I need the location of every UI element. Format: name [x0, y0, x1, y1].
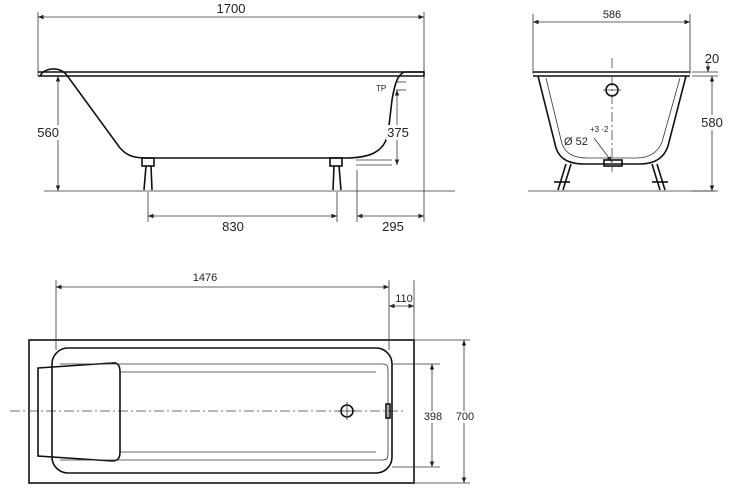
end-leg-right	[651, 163, 668, 191]
side-overflow-marker: TP	[376, 84, 386, 93]
end-drain-tolerance-label: +3 -2	[590, 125, 609, 134]
top-inner-bowl	[51, 347, 393, 474]
side-overflow-height-label: 375	[387, 125, 409, 140]
end-height-label: 580	[701, 115, 723, 130]
top-inner-width-label: 398	[424, 411, 442, 423]
end-view: 586 580 20 Ø 52 +3 -2	[528, 9, 724, 192]
end-leg-left	[554, 163, 572, 191]
end-rim-label: 20	[705, 51, 719, 66]
top-outer-width-label-backing	[454, 411, 476, 423]
side-tub-outline	[38, 68, 425, 159]
top-end-offset-label: 110	[395, 293, 413, 305]
top-overflow	[385, 403, 391, 419]
top-backrest	[37, 362, 121, 462]
end-tub-outline	[537, 75, 687, 165]
end-drain-diameter-label: Ø 52	[564, 136, 588, 148]
side-height-label: 560	[37, 125, 59, 140]
side-height-label-backing	[36, 125, 60, 140]
side-leg-right	[329, 157, 343, 191]
side-length-label: 1700	[217, 1, 246, 16]
side-leg-offset-label: 295	[382, 219, 404, 234]
end-height-label-backing	[700, 115, 724, 130]
top-inner-width-label-backing	[422, 411, 444, 423]
end-width-label: 586	[603, 9, 621, 21]
side-leg-spacing-label: 830	[222, 219, 244, 234]
side-overflow-height-label-backing	[386, 125, 410, 140]
top-view: 1476 110 398 700	[10, 272, 476, 484]
top-outer-width-label: 700	[456, 411, 474, 423]
side-view: TP 1700 560 375 830 295	[36, 1, 455, 234]
top-inner-length-label: 1476	[193, 272, 217, 284]
top-outer-rim	[28, 339, 415, 484]
side-leg-left	[141, 157, 155, 191]
